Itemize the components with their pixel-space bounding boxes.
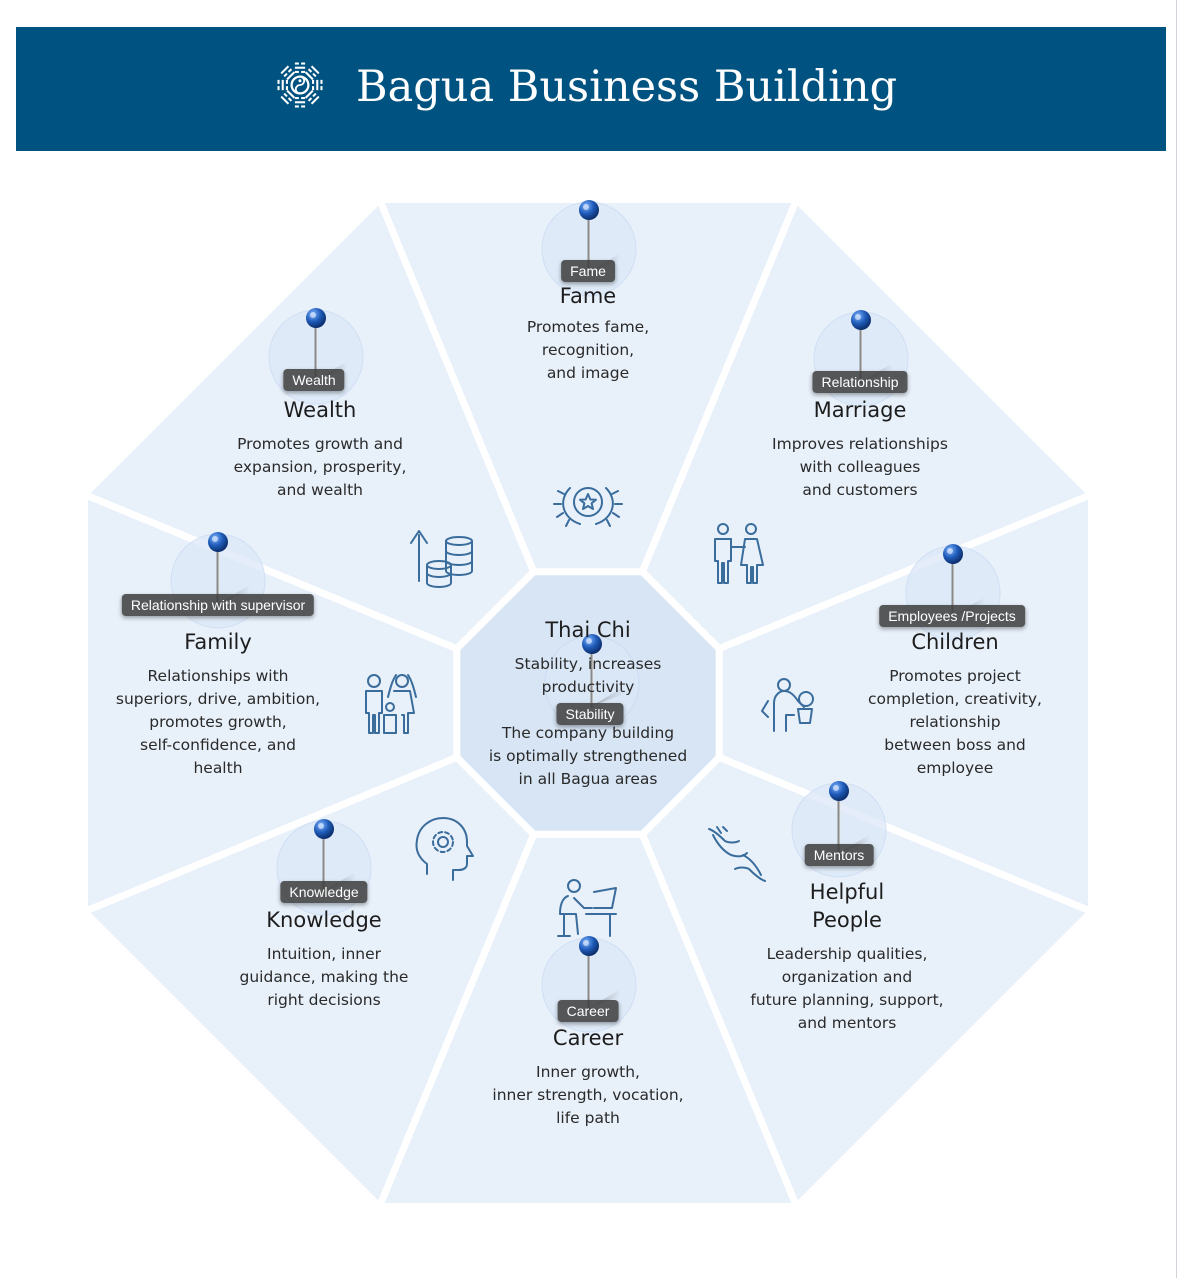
header-banner: Bagua Business Building [16, 27, 1166, 151]
pin-label-marriage[interactable]: Relationship [812, 371, 908, 393]
pin-label-children[interactable]: Employees /Projects [879, 605, 1025, 627]
page-edge-line [1176, 0, 1177, 1278]
pin-label-center[interactable]: Stability [556, 703, 624, 725]
area-desc-fame: Promotes fame, recognition, and image [526, 318, 650, 382]
area-desc-helpful-people: Leadership qualities, organization and f… [750, 945, 944, 1032]
coins-growth-icon [410, 530, 473, 588]
area-title-children: Children [911, 630, 999, 654]
pin-label-family[interactable]: Relationship with supervisor [121, 594, 315, 616]
area-title-marriage: Marriage [813, 398, 907, 422]
center-title: Thai Chi [545, 618, 631, 642]
pin-label-career[interactable]: Career [557, 1000, 619, 1022]
area-desc-wealth: Promotes growth and expansion, prosperit… [233, 435, 407, 499]
helping-hands-icon [708, 826, 766, 882]
area-title-family: Family [184, 630, 252, 654]
pin-label-wealth[interactable]: Wealth [283, 369, 345, 391]
couple-icon [714, 523, 764, 584]
parent-child-icon [761, 678, 814, 732]
center-desc: Stability, increases productivity The co… [488, 655, 688, 788]
area-desc-knowledge: Intuition, inner guidance, making the ri… [239, 945, 409, 1009]
page-title: Bagua Business Building [356, 62, 898, 112]
gear-head-icon [415, 817, 474, 881]
pin-label-fame[interactable]: Fame [561, 260, 615, 282]
area-title-fame: Fame [559, 284, 617, 308]
area-desc-career: Inner growth, inner strength, vocation, … [492, 1063, 684, 1127]
family-icon [365, 674, 417, 734]
pin-label-helpful-people[interactable]: Mentors [804, 844, 874, 866]
bagua-yin-yang-icon [277, 62, 323, 108]
area-title-career: Career [552, 1026, 624, 1050]
area-desc-children: Promotes project completion, creativity,… [868, 667, 1042, 777]
area-title-knowledge: Knowledge [266, 908, 382, 932]
area-title-wealth: Wealth [283, 398, 357, 422]
laurel-star-icon [553, 487, 623, 527]
person-at-desk-icon [557, 879, 617, 937]
pin-label-knowledge[interactable]: Knowledge [280, 881, 368, 903]
area-title-helpful-people: Helpful People [809, 880, 885, 932]
area-desc-marriage: Improves relationships with colleagues a… [772, 435, 948, 499]
area-desc-family: Relationships with superiors, drive, amb… [115, 667, 321, 777]
